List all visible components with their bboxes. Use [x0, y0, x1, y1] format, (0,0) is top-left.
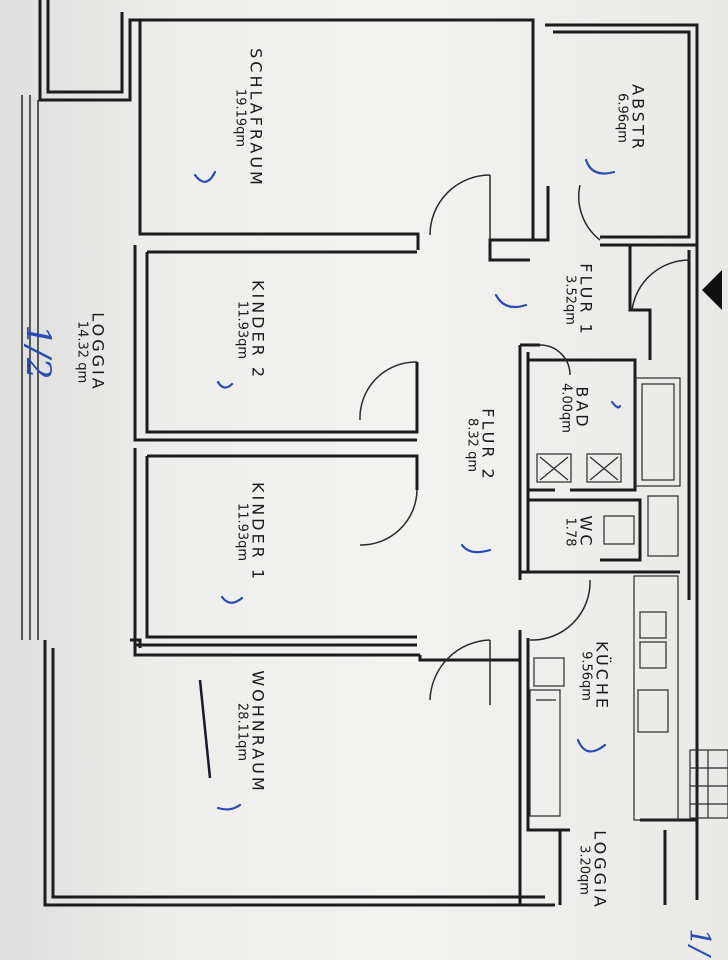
room-label-loggia-west: LOGGIA 14.32 qm — [73, 312, 108, 392]
room-area: 11.93qm — [234, 300, 250, 360]
room-area: 1.78 — [562, 517, 578, 547]
room-name: FLUR 2 — [478, 408, 498, 482]
room-area: 14.32 qm — [74, 320, 90, 384]
outer-walls — [38, 0, 699, 907]
room-area: 3.20qm — [576, 845, 592, 895]
room-area: 3.52qm — [562, 275, 578, 325]
room-name: SCHLAFRAUM — [246, 48, 266, 188]
room-area: 4.00qm — [558, 383, 574, 433]
room-name: LOGGIA — [88, 312, 108, 392]
room-area: 9.56qm — [578, 651, 594, 701]
room-name: BAD — [572, 386, 592, 430]
kitchen-fixtures — [529, 575, 679, 821]
room-area: 6.96qm — [614, 93, 630, 143]
room-label-kueche: KÜCHE 9.56qm — [577, 640, 612, 712]
inner-walls — [518, 245, 697, 905]
room-name: ABSTR — [628, 84, 648, 152]
room-name: KINDER 2 — [248, 280, 268, 380]
room-name: FLUR 1 — [576, 263, 596, 337]
room-name: KÜCHE — [592, 640, 612, 712]
room-area: 28.11qm — [234, 702, 250, 762]
room-label-schlafraum: SCHLAFRAUM 19.19qm — [231, 48, 266, 188]
room-label-kinder2: KINDER 2 11.93qm — [233, 280, 268, 380]
bath-fixtures — [536, 377, 681, 557]
room-label-bad: BAD 4.00qm — [557, 383, 592, 433]
bedroom-walls — [133, 245, 520, 662]
room-label-loggia-east: LOGGIA 3.20qm — [575, 830, 610, 910]
room-name: LOGGIA — [590, 830, 610, 910]
room-label-kinder1: KINDER 1 11.93qm — [233, 482, 268, 582]
room-name: KINDER 1 — [248, 482, 268, 582]
room-label-abstr: ABSTR 6.96qm — [613, 84, 648, 152]
entry-arrow-icon — [702, 270, 722, 310]
loggia-railing-west — [21, 95, 39, 640]
handwritten-note-east: 1/ — [683, 928, 717, 956]
room-label-wc: WC 1.78 — [561, 515, 596, 549]
room-name: WOHNRAUM — [248, 670, 268, 794]
room-name: WC — [576, 515, 596, 549]
room-area: 19.19qm — [232, 88, 248, 148]
room-area: 11.93qm — [234, 502, 250, 562]
door-swings — [359, 174, 691, 705]
stair-hatching — [689, 749, 728, 819]
room-label-flur1: FLUR 1 3.52qm — [561, 263, 596, 337]
room-label-wohnraum: WOHNRAUM 28.11qm — [233, 670, 268, 794]
pen-checkmarks — [193, 158, 622, 811]
handwritten-note-west: 1/2 — [18, 324, 58, 380]
room-area: 8.32 qm — [464, 417, 480, 472]
room-label-flur2: FLUR 2 8.32 qm — [463, 408, 498, 482]
